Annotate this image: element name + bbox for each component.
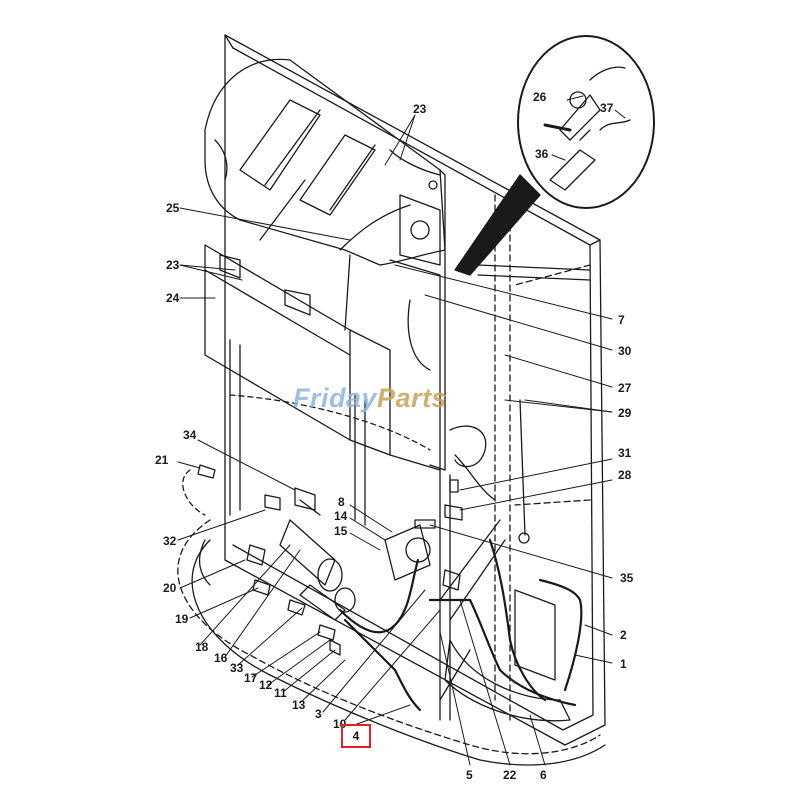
callout-12[interactable]: 12: [259, 678, 273, 692]
callout-16[interactable]: 16: [214, 651, 228, 665]
callout-37[interactable]: 37: [600, 101, 614, 115]
callout-1[interactable]: 1: [620, 657, 627, 671]
callout-29[interactable]: 29: [618, 406, 632, 420]
callout-14[interactable]: 14: [334, 509, 348, 523]
callout-24[interactable]: 24: [166, 291, 180, 305]
icemaker-housing: [204, 58, 446, 471]
wiring-harness: [338, 538, 583, 712]
callout-20[interactable]: 20: [163, 581, 177, 595]
callout-3[interactable]: 3: [315, 707, 322, 721]
callout-26[interactable]: 26: [533, 90, 547, 104]
lower-components: [197, 464, 556, 681]
callout-2[interactable]: 2: [620, 628, 627, 642]
callout-7[interactable]: 7: [618, 313, 625, 327]
watermark-text-1: Friday: [293, 383, 378, 413]
callout-25[interactable]: 25: [166, 201, 180, 215]
base-pan: [177, 394, 606, 766]
leader-lines: [177, 95, 626, 766]
cabinet-frame: [224, 34, 606, 746]
callout-22[interactable]: 22: [503, 768, 517, 782]
callout-21[interactable]: 21: [155, 453, 169, 467]
watermark-logo: FridayParts: [293, 383, 447, 414]
callout-31[interactable]: 31: [618, 446, 632, 460]
callout-11[interactable]: 11: [274, 686, 287, 700]
callout-23-top[interactable]: 23: [413, 102, 427, 116]
callout-33[interactable]: 33: [230, 661, 244, 675]
callout-5[interactable]: 5: [466, 768, 473, 782]
callout-4-label: 4: [352, 729, 360, 743]
callout-34[interactable]: 34: [183, 428, 197, 442]
watermark-text-2: Parts: [377, 383, 448, 413]
callout-15[interactable]: 15: [334, 524, 348, 538]
callout-23-left[interactable]: 23: [166, 258, 180, 272]
callout-10[interactable]: 10: [333, 717, 347, 731]
callout-36[interactable]: 36: [535, 147, 549, 161]
callout-13[interactable]: 13: [292, 698, 306, 712]
inset-magnifier: [454, 35, 655, 276]
callout-27[interactable]: 27: [618, 381, 632, 395]
callout-32[interactable]: 32: [163, 534, 177, 548]
front-panel: [204, 244, 391, 456]
callout-4-highlighted[interactable]: 4: [341, 724, 371, 748]
dispenser-duct: [389, 259, 530, 544]
callout-35[interactable]: 35: [620, 571, 634, 585]
callout-19[interactable]: 19: [175, 612, 189, 626]
callout-30[interactable]: 30: [618, 344, 632, 358]
callout-17[interactable]: 17: [244, 671, 258, 685]
callout-8[interactable]: 8: [338, 495, 345, 509]
callout-6[interactable]: 6: [540, 768, 547, 782]
callout-18[interactable]: 18: [195, 640, 209, 654]
callout-28[interactable]: 28: [618, 468, 632, 482]
